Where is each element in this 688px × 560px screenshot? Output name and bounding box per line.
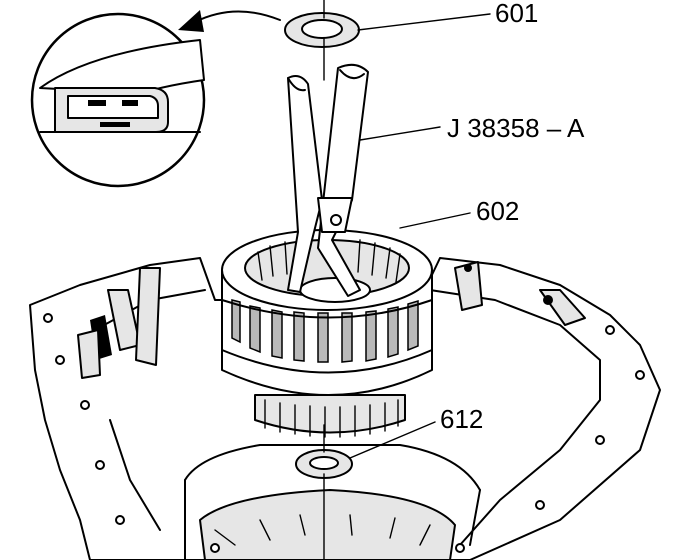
removal-tool	[287, 63, 369, 297]
clutch-drum	[221, 229, 433, 438]
callout-612: 612	[440, 404, 483, 434]
leader-lines	[349, 13, 491, 459]
detail-inset	[30, 12, 206, 188]
thrust-washer-601	[284, 12, 360, 48]
callout-602: 602	[476, 196, 519, 226]
callout-tool: J 38358 – A	[447, 113, 585, 143]
curved-arrow-icon	[178, 10, 281, 32]
callout-601: 601	[495, 0, 538, 28]
